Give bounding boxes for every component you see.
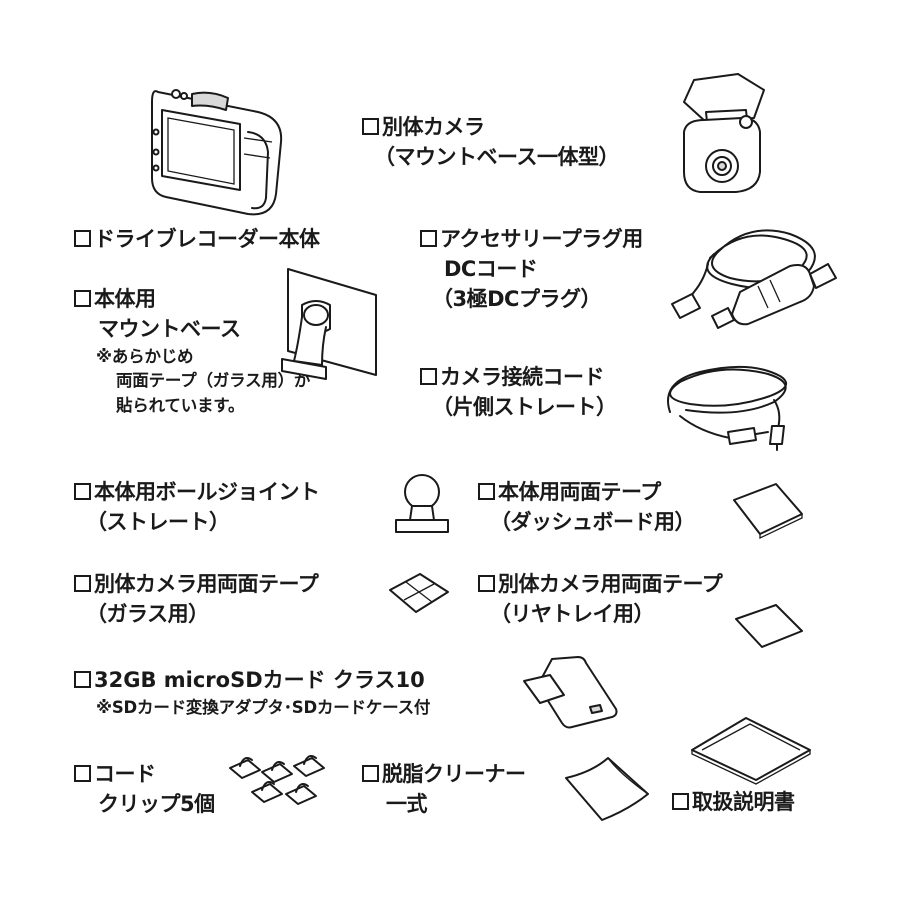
item-mount-base: 本体用 マウントベース ※あらかじめ 両面テープ（ガラス用）が 貼られています。 bbox=[74, 285, 310, 419]
checkbox-icon bbox=[362, 118, 379, 135]
item-label-sub: 一式 bbox=[386, 791, 427, 816]
camera-cord-icon bbox=[667, 365, 788, 451]
checkbox-icon bbox=[478, 575, 495, 592]
checkbox-icon bbox=[478, 483, 495, 500]
checkbox-icon bbox=[362, 765, 379, 782]
checkbox-icon bbox=[420, 230, 437, 247]
item-label: 本体用 bbox=[94, 287, 156, 311]
item-label: 別体カメラ用両面テープ bbox=[498, 572, 723, 596]
item-label-sub: （片側ストレート） bbox=[432, 394, 617, 419]
item-drive-recorder: ドライブレコーダー本体 bbox=[74, 225, 320, 255]
checkbox-icon bbox=[74, 483, 91, 500]
cleaner-wipe-icon bbox=[565, 757, 649, 821]
microsd-card-icon bbox=[523, 656, 618, 729]
tape-icon bbox=[735, 604, 803, 648]
tape-icon bbox=[733, 483, 803, 540]
item-label: ドライブレコーダー本体 bbox=[94, 227, 320, 251]
tape-icon bbox=[389, 573, 449, 613]
dc-cord-icon bbox=[671, 229, 837, 329]
item-label-sub: （ストレート） bbox=[86, 509, 230, 534]
item-label-sub: DCコード bbox=[444, 256, 538, 281]
item-label: 取扱説明書 bbox=[692, 790, 795, 814]
item-note: ※あらかじめ bbox=[96, 346, 194, 366]
item-label-sub: クリップ5個 bbox=[98, 791, 215, 816]
item-cleaner: 脱脂クリーナー 一式 bbox=[362, 760, 526, 820]
item-label-sub: （ダッシュボード用） bbox=[490, 509, 696, 534]
item-cord-clips: コード クリップ5個 bbox=[74, 760, 215, 820]
checkbox-icon bbox=[672, 793, 689, 810]
checkbox-icon bbox=[74, 765, 91, 782]
item-camera-glass-tape: 別体カメラ用両面テープ （ガラス用） bbox=[74, 570, 319, 630]
item-label: 脱脂クリーナー bbox=[382, 762, 526, 786]
item-rear-camera: 別体カメラ （マウントベース一体型） bbox=[362, 113, 619, 173]
item-microsd: 32GB microSDカード クラス10 ※SDカード変換アダプタ･SDカード… bbox=[74, 666, 430, 721]
item-dash-tape: 本体用両面テープ （ダッシュボード用） bbox=[478, 478, 696, 538]
checkbox-icon bbox=[74, 575, 91, 592]
item-note: 貼られています。 bbox=[116, 396, 245, 416]
item-note: 両面テープ（ガラス用）が bbox=[116, 371, 311, 391]
checkbox-icon bbox=[74, 230, 91, 247]
item-label: コード bbox=[94, 762, 156, 786]
item-label-sub: （3極DCプラグ） bbox=[432, 286, 601, 311]
dashcam-icon bbox=[151, 89, 283, 216]
checkbox-icon bbox=[74, 671, 91, 688]
item-manual: 取扱説明書 bbox=[672, 788, 795, 818]
manual-booklet-icon bbox=[691, 717, 811, 785]
checkbox-icon bbox=[420, 368, 437, 385]
item-label: 本体用ボールジョイント bbox=[94, 480, 320, 504]
rear-camera-icon bbox=[683, 73, 765, 193]
item-label-sub: （リヤトレイ用） bbox=[490, 601, 655, 626]
item-label: 本体用両面テープ bbox=[498, 480, 661, 504]
item-label: 別体カメラ bbox=[382, 115, 485, 139]
item-label-sub: マウントベース bbox=[98, 316, 241, 341]
item-label: 別体カメラ用両面テープ bbox=[94, 572, 319, 596]
item-label: 32GB microSDカード クラス10 bbox=[94, 668, 425, 692]
item-camera-cord: カメラ接続コード （片側ストレート） bbox=[420, 363, 617, 423]
mount-base-icon bbox=[281, 268, 377, 380]
item-accessory-plug-cord: アクセサリープラグ用 DCコード （3極DCプラグ） bbox=[420, 225, 643, 314]
item-camera-rear-tape: 別体カメラ用両面テープ （リヤトレイ用） bbox=[478, 570, 723, 630]
item-label: アクセサリープラグ用 bbox=[440, 227, 643, 251]
checkbox-icon bbox=[74, 290, 91, 307]
item-note: ※SDカード変換アダプタ･SDカードケース付 bbox=[96, 697, 431, 717]
item-label-sub: （ガラス用） bbox=[86, 601, 209, 626]
item-label-sub: （マウントベース一体型） bbox=[374, 144, 619, 169]
cord-clip-icon bbox=[229, 755, 325, 805]
item-label: カメラ接続コード bbox=[440, 365, 605, 389]
ball-joint-icon bbox=[395, 474, 449, 533]
item-ball-joint: 本体用ボールジョイント （ストレート） bbox=[74, 478, 320, 538]
